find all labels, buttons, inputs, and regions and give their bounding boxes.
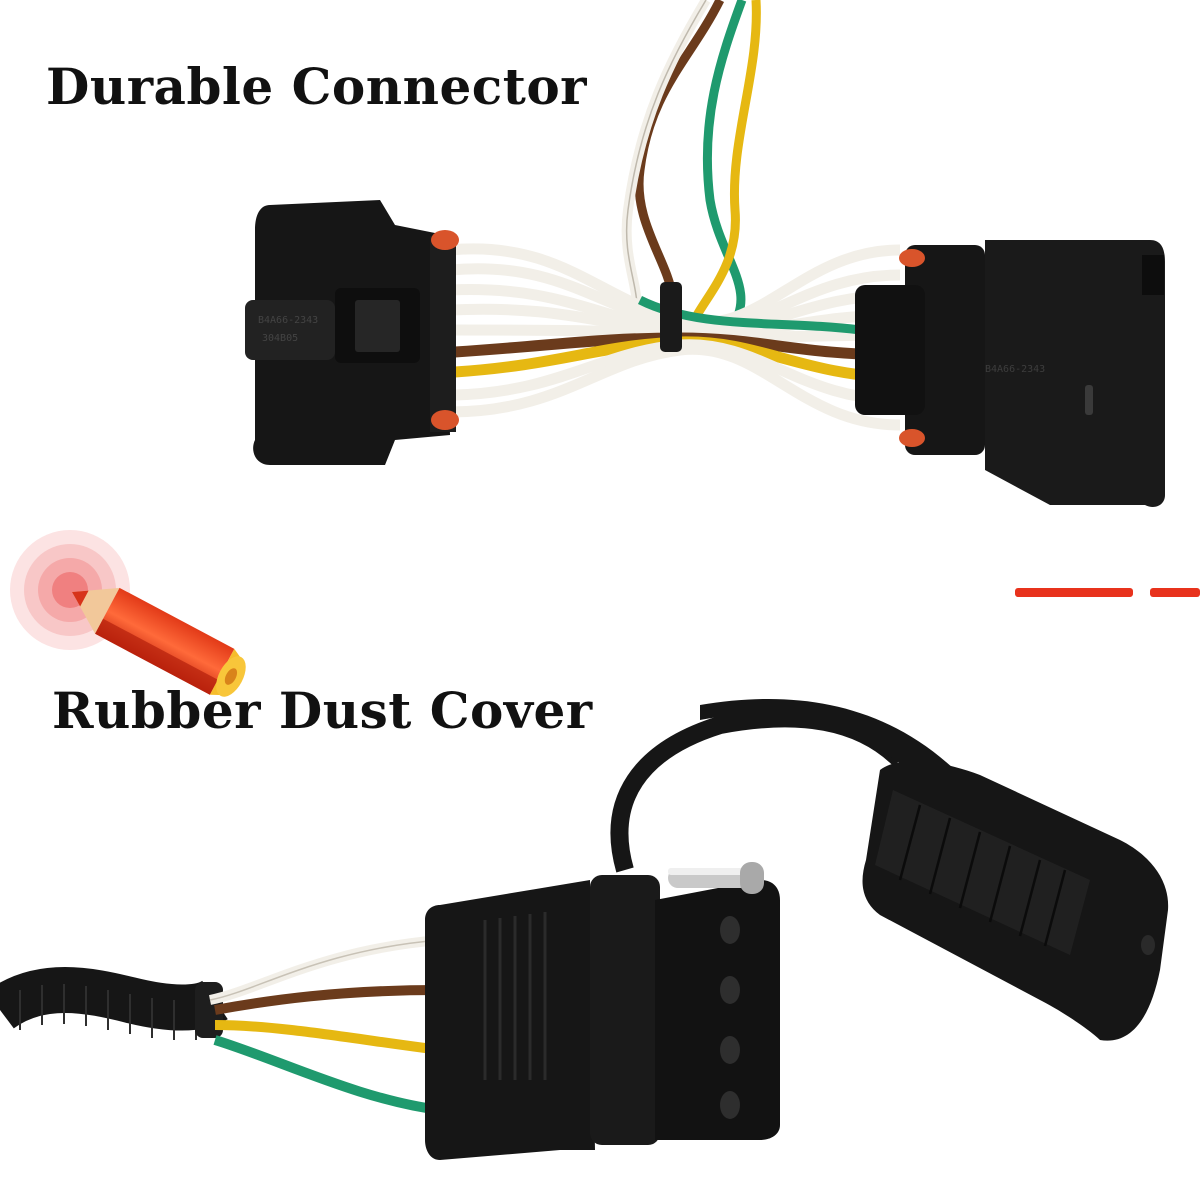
- four-way-flat-plug: [425, 862, 780, 1160]
- pin-socket-3: [720, 1036, 740, 1064]
- dust-cover-assembly: [0, 698, 1169, 1160]
- heading-durable-connector: Durable Connector: [46, 57, 588, 116]
- wire-brown-lower: [214, 985, 441, 1015]
- zip-tie: [660, 282, 682, 352]
- pin-socket-4: [720, 1091, 740, 1119]
- connector-harness: B4A66-2343 304B05 B4A66-2343: [245, 0, 1165, 507]
- cover-tether-strap: [610, 709, 907, 873]
- svg-text:B4A66-2343: B4A66-2343: [258, 315, 318, 326]
- divider: [10, 530, 1200, 697]
- pin-socket-2: [720, 976, 740, 1004]
- wire-yellow-upper: [685, 0, 761, 332]
- svg-text:B4A66-2343: B4A66-2343: [985, 364, 1045, 375]
- right-socket-connector: B4A66-2343: [855, 240, 1165, 507]
- pin-socket-1: [720, 916, 740, 944]
- left-plug-connector: B4A66-2343 304B05: [245, 200, 459, 465]
- wire-green-upper: [702, 0, 747, 333]
- wire-yellow-lower: [214, 1020, 441, 1055]
- heading-rubber-dust-cover: Rubber Dust Cover: [52, 681, 593, 740]
- red-dash-1: [1015, 588, 1133, 597]
- svg-text:304B05: 304B05: [262, 333, 298, 344]
- rubber-dust-cover: [862, 760, 1169, 1041]
- pencil-icon: [72, 587, 246, 697]
- wire-green-lower: [213, 1035, 441, 1115]
- red-dash-2: [1150, 588, 1200, 597]
